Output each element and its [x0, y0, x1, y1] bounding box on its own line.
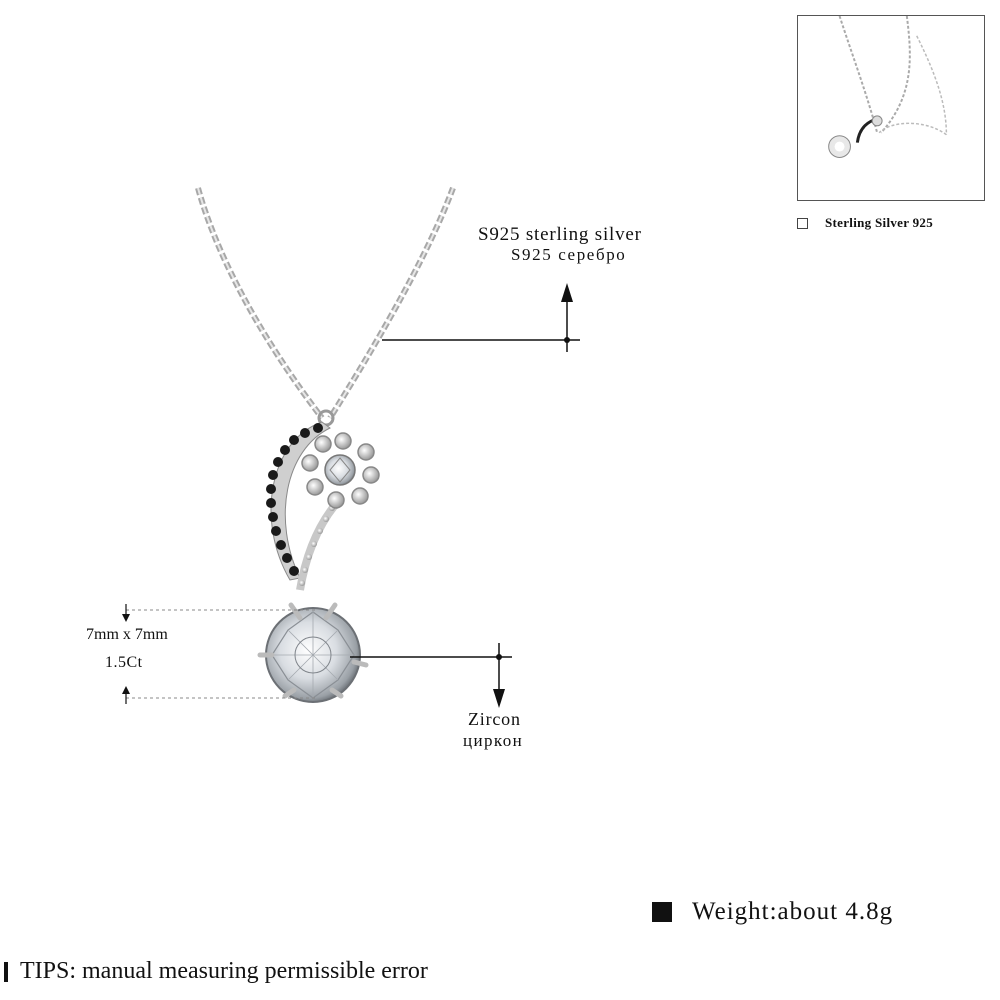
material-label-en: S925 sterling silver	[478, 224, 642, 245]
stone-pointer	[350, 643, 512, 700]
weight-row: Weight:about 4.8g	[652, 898, 893, 926]
tips-row: TIPS: manual measuring permissible error	[4, 958, 428, 985]
stone-label-en: Zircon	[468, 709, 521, 729]
stone-carat-label: 1.5Ct	[105, 654, 143, 671]
material-option[interactable]: Sterling Silver 925	[797, 214, 933, 232]
chain	[195, 186, 456, 420]
stone-label-ru: циркон	[463, 731, 524, 750]
tips-text: TIPS: manual measuring permissible error	[20, 958, 428, 984]
tips-bullet-icon	[4, 961, 8, 982]
flower-icon	[301, 432, 380, 509]
weight-text: Weight:about 4.8g	[692, 898, 894, 925]
silver-stem	[296, 502, 339, 591]
main-zircon-stone	[257, 602, 369, 703]
material-label-ru: S925 серебро	[511, 245, 627, 264]
black-stone-crescent	[266, 421, 331, 581]
material-option-label: Sterling Silver 925	[825, 215, 934, 230]
necklace-thumbnail-image	[828, 16, 948, 158]
arrow-down-icon	[493, 689, 505, 708]
material-pointer	[382, 290, 580, 352]
size-dimension-marker	[122, 604, 316, 704]
weight-bullet-icon	[652, 902, 672, 922]
product-thumbnail[interactable]	[797, 15, 985, 201]
stone-size-label: 7mm x 7mm	[86, 626, 168, 643]
arrow-up-icon	[561, 283, 573, 302]
checkbox-icon[interactable]	[797, 217, 808, 229]
